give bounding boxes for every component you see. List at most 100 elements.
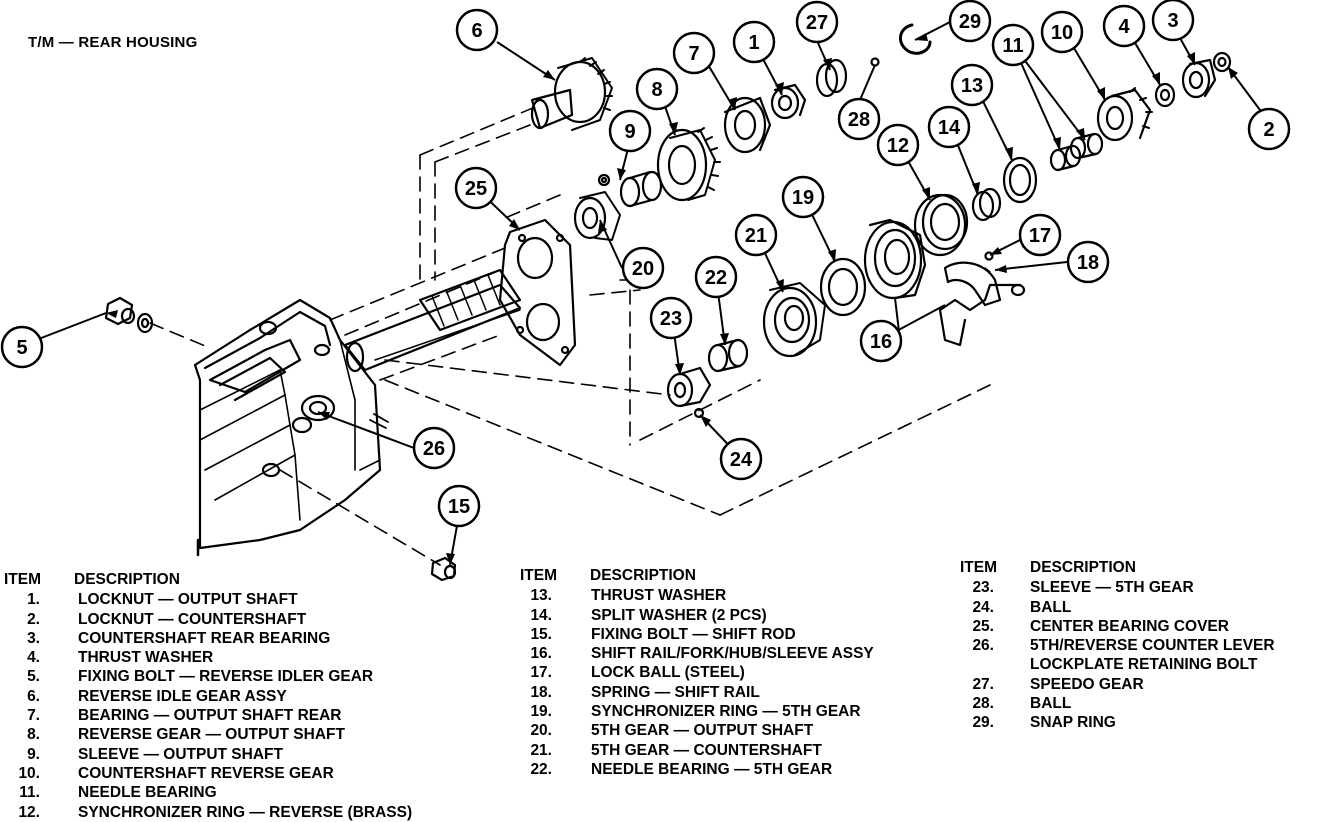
legend-item-description: SYNCHRONIZER RING — REVERSE (BRASS)	[78, 803, 413, 821]
legend-row: 25.CENTER BEARING COVER	[960, 617, 1275, 636]
legend-item-number: 4.	[27, 649, 40, 667]
legend-item-header: ITEM	[4, 571, 42, 588]
legend-description-header: DESCRIPTION	[590, 567, 696, 584]
legend-row: 24.BALL	[960, 598, 1275, 617]
legend-item-description: LOCKNUT — COUNTERSHAFT	[78, 610, 307, 628]
callout-circle	[795, 0, 839, 44]
legend-item-description: THRUST WASHER	[591, 587, 727, 605]
legend-row: 23.SLEEVE — 5TH GEAR	[960, 578, 1275, 597]
legend-item-description: 5TH GEAR — COUNTERSHAFT	[591, 741, 822, 759]
callout-8: 8	[635, 67, 679, 111]
callout-label: 6	[471, 20, 482, 42]
callout-10: 10	[1040, 10, 1084, 54]
output-sleeve	[597, 170, 663, 208]
callout-4: 4	[1102, 4, 1146, 48]
callout-label: 19	[792, 187, 814, 209]
legend-item-description-line2: LOCKPLATE RETAINING BOLT	[1030, 656, 1258, 674]
legend-item-number: 6.	[27, 687, 40, 705]
legend-item-header: ITEM	[960, 559, 998, 576]
legend-row: 2.LOCKNUT — COUNTERSHAFT	[4, 610, 412, 629]
callout-11: 11	[991, 23, 1035, 67]
legend-item-number: 3.	[27, 629, 40, 647]
legend-item-description: LOCK BALL (STEEL)	[591, 664, 745, 682]
legend-item-number: 20.	[530, 722, 552, 740]
legend-item-description: SHIFT RAIL/FORK/HUB/SLEEVE ASSY	[591, 645, 874, 663]
synchronizer-ring-reverse	[913, 193, 969, 257]
legend-item-number: 27.	[972, 675, 994, 693]
callout-circle	[927, 105, 971, 149]
output-locknut	[770, 83, 807, 120]
legend-item-number: 23.	[972, 579, 994, 597]
legend-item-header: ITEM	[520, 567, 558, 584]
alignment-lines	[149, 104, 991, 566]
arrowheads	[106, 33, 1238, 565]
callout-label: 26	[423, 438, 445, 460]
callout-circle	[1151, 0, 1195, 42]
legend-row: 18.SPRING — SHIFT RAIL	[520, 683, 874, 702]
legend-row: 29.SNAP RING	[960, 713, 1275, 732]
shift-hub-assy	[863, 218, 927, 300]
callout-3: 3	[1151, 0, 1195, 42]
callout-label: 2	[1263, 119, 1274, 141]
callout-circle	[950, 63, 994, 107]
legend-row: 17. LOCK BALL (STEEL)	[520, 663, 874, 682]
callout-circle	[859, 319, 903, 363]
legend-item-description: SPLIT WASHER (2 PCS)	[591, 606, 767, 624]
legend-row: 7.BEARING — OUTPUT SHAFT REAR	[4, 706, 412, 725]
callout-25: 25	[454, 166, 498, 210]
callout-5: 5	[0, 325, 44, 369]
legend-row: 13. THRUST WASHER	[520, 586, 874, 605]
legend-item-description: 5TH/REVERSE COUNTER LEVER	[1030, 637, 1275, 655]
legend-item-number: 17.	[530, 664, 552, 682]
callout-24: 24	[719, 437, 763, 481]
callout-circle	[649, 296, 693, 340]
callout-circle	[837, 97, 881, 141]
callout-label: 25	[465, 178, 487, 200]
callout-label: 17	[1029, 225, 1051, 247]
callout-label: 11	[1002, 35, 1023, 57]
callout-label: 13	[961, 75, 983, 97]
legend-item-number: 16.	[530, 645, 552, 663]
legend-item-description: COUNTERSHAFT REVERSE GEAR	[78, 764, 334, 782]
callout-circle	[1018, 213, 1062, 257]
callout-label: 20	[632, 258, 654, 280]
fifth-gear-countershaft	[762, 282, 826, 358]
legend-description-header: DESCRIPTION	[74, 571, 180, 588]
page-title: T/M — REAR HOUSING	[28, 34, 198, 51]
callout-circle	[719, 437, 763, 481]
callout-21: 21	[734, 213, 778, 257]
legend-row: 20. 5TH GEAR — OUTPUT SHAFT	[520, 721, 874, 740]
legend-item-number: 14.	[530, 606, 552, 624]
callout-6: 6	[455, 8, 499, 52]
callout-label: 10	[1051, 22, 1073, 44]
callout-2: 2	[1247, 107, 1291, 151]
synchronizer-ring-fifth	[819, 257, 867, 317]
callout-circle	[0, 325, 44, 369]
legend-item-number: 24.	[972, 598, 994, 616]
callout-circle	[455, 8, 499, 52]
needle-bearing-fifth	[707, 338, 749, 373]
callout-circle	[1040, 10, 1084, 54]
legend-row: 4.THRUST WASHER	[4, 648, 412, 667]
legend-row: 8.REVERSE GEAR — OUTPUT SHAFT	[4, 725, 412, 744]
callout-label: 23	[660, 308, 682, 330]
fixing-bolt-reverse	[104, 296, 154, 334]
legend-item-number: 8.	[27, 726, 40, 744]
legend-description-header: DESCRIPTION	[1030, 559, 1136, 576]
callout-label: 29	[959, 11, 981, 33]
legend-item-description: REVERSE IDLE GEAR ASSY	[78, 687, 287, 705]
legend-item-number: 21.	[530, 741, 552, 759]
legend-item-description: 5TH GEAR — OUTPUT SHAFT	[591, 722, 814, 740]
legend-spacer	[960, 655, 994, 674]
legend-item-description: SNAP RING	[1030, 714, 1116, 732]
sleeve-fifth-gear	[666, 366, 712, 419]
legend-item-number: 13.	[530, 587, 552, 605]
callout-label: 28	[848, 109, 870, 131]
callout-label: 14	[938, 117, 961, 139]
output-rear-bearing	[723, 96, 772, 154]
callout-18: 18	[1066, 240, 1110, 284]
legend-item-number: 5.	[27, 668, 40, 686]
legend-item-description: BEARING — OUTPUT SHAFT REAR	[78, 707, 342, 725]
